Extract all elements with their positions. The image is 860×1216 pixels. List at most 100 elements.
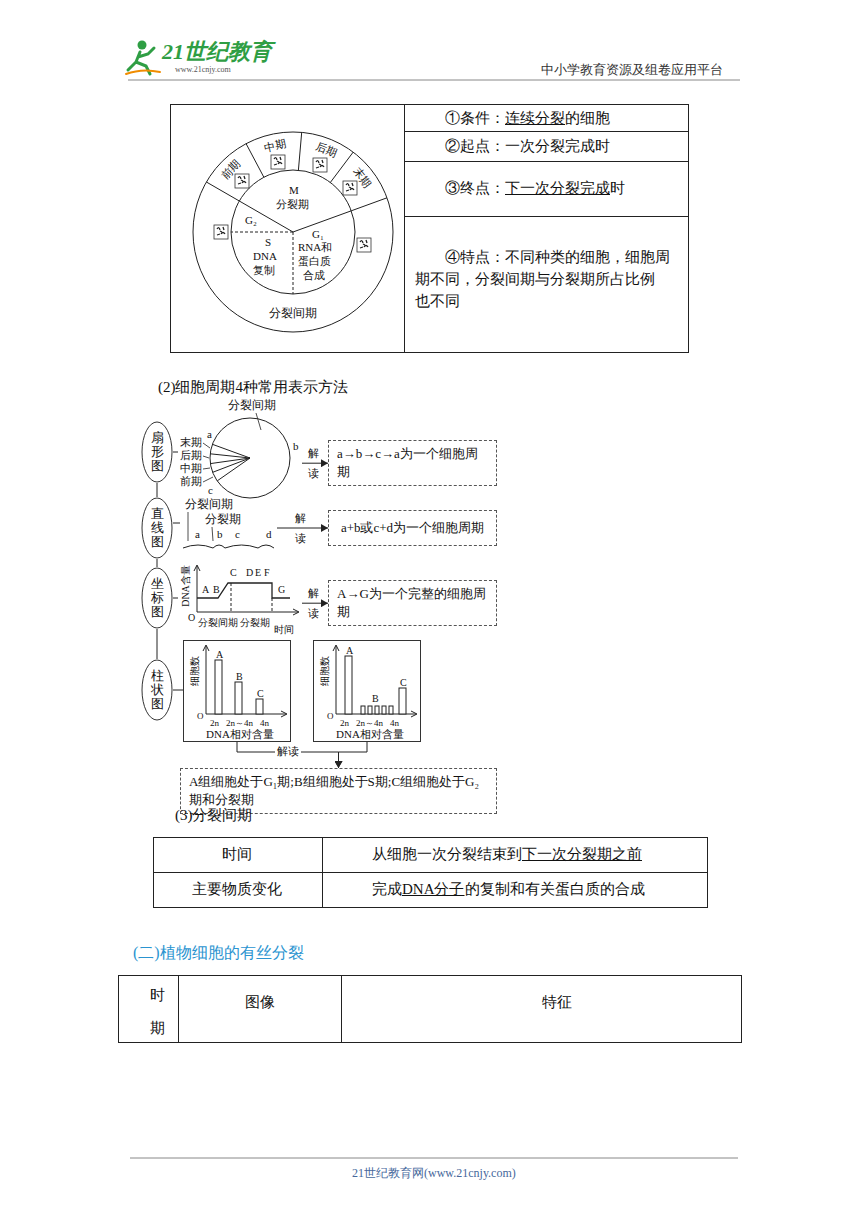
connector	[173, 598, 178, 599]
figure-text: 分裂期	[205, 512, 241, 526]
figure-text: d	[266, 528, 272, 541]
vertical-text: 坐标图	[151, 577, 164, 620]
bar-chart	[215, 660, 222, 714]
text-run: DNA分子	[402, 881, 465, 897]
text-label: 21世纪教育	[162, 41, 272, 63]
figure-text: DNA相对含量	[336, 728, 404, 741]
figure-text: 2n	[210, 718, 219, 729]
figure-text: O	[197, 711, 204, 722]
figure-text: c	[208, 484, 213, 497]
oval-node: 直线图	[141, 497, 173, 559]
axis-title: DNA含量	[180, 565, 192, 607]
figure-text: 4n	[260, 718, 269, 729]
bar-chart	[368, 706, 372, 714]
box-text: a+b或c+d为一个细胞周期	[341, 519, 484, 537]
figure-text: 后期	[180, 449, 202, 462]
figure-text: c	[235, 528, 240, 541]
text-label: 中小学教育资源及组卷应用平台	[541, 62, 723, 78]
dna-curve-chart	[194, 565, 299, 615]
bar-chart	[389, 706, 393, 714]
cell-cycle-wheel	[214, 225, 228, 239]
connector	[237, 742, 339, 768]
vertical-text: 柱状图	[151, 669, 164, 712]
figure-text: A	[216, 649, 223, 661]
chart-panel: 细胞数ABCO2n2n～4n4nDNA相对含量	[183, 640, 291, 742]
edge-label: 解读	[308, 443, 319, 483]
bar-chart	[375, 706, 379, 714]
table-grid	[119, 105, 742, 1043]
text-run: 下一次分裂完成	[505, 180, 610, 196]
text-label: 复制	[253, 264, 275, 277]
text-label: RNA和	[298, 241, 332, 254]
text-label: 后期	[313, 140, 338, 160]
text-label: 分裂间期	[269, 306, 317, 320]
line-chart	[183, 545, 274, 548]
figure-text: B	[372, 693, 379, 705]
table-grid	[178, 976, 179, 1043]
text-line: 完成DNA分子的复制和有关蛋白质的合成	[372, 880, 645, 898]
bar-chart	[256, 699, 263, 714]
dna-curve-chart	[197, 583, 290, 598]
fan-chart	[210, 444, 250, 481]
rule-line	[130, 1158, 738, 1159]
connector	[277, 528, 328, 529]
edge-label: 解读	[295, 508, 306, 548]
table-grid	[154, 872, 708, 873]
text-label: 21世纪教育网(www.21cnjy.com)	[352, 1166, 516, 1180]
oval-node: 坐标图	[141, 567, 173, 629]
figure-text: 前期	[180, 475, 202, 488]
edge-label: 解读	[275, 745, 301, 758]
text-label: www.21cnjy.com	[175, 66, 231, 74]
figure-text: b	[217, 528, 223, 541]
rule-line	[128, 80, 740, 1158]
fan-chart	[203, 413, 290, 498]
text-line: ①条件：连续分裂的细胞	[445, 109, 610, 127]
text-label: 时间	[222, 845, 252, 863]
cell-cycle-wheel	[343, 181, 357, 195]
bar-chart	[333, 645, 417, 717]
connector	[173, 523, 180, 524]
table-grid	[405, 161, 689, 162]
axis-title: 细胞数	[189, 656, 201, 686]
box-text: A组细胞处于G₁期;B组细胞处于S期;C组细胞处于G₂期和分裂期	[189, 773, 488, 809]
connector	[157, 483, 158, 497]
text-run: 下一次分裂期之前	[522, 846, 642, 862]
figure-text: O	[188, 612, 195, 624]
interpretation-box: a→b→c→a为一个细胞周期	[328, 440, 497, 486]
dna-curve-chart	[194, 565, 299, 615]
figure-panel: DNA含量ABCDEFGO分裂间期分裂期时间	[178, 562, 302, 636]
text-label: (3)分裂间期	[175, 806, 253, 824]
cell-cycle-wheel	[357, 238, 371, 252]
figure-text: 分裂间期	[228, 398, 276, 412]
figure-text: 中期	[180, 462, 202, 475]
figure-text: A	[202, 584, 209, 596]
connector	[302, 603, 328, 604]
text-label: 前期	[218, 157, 243, 182]
oval-node: 柱状图	[141, 659, 173, 721]
text-label: DNA	[253, 250, 277, 263]
figure-text: 2n	[340, 718, 349, 729]
oval-outline	[142, 422, 172, 482]
text-label: (二)植物细胞的有丝分裂	[133, 943, 304, 962]
table-grid	[405, 216, 689, 217]
figure-text: 2n～4n	[356, 718, 383, 729]
header-logo	[126, 70, 160, 74]
figure-text: 分裂间期	[198, 617, 238, 629]
connector	[173, 690, 183, 691]
figure-text: a	[195, 528, 200, 541]
figure-text: D	[246, 567, 253, 579]
cell-cycle-wheel	[271, 155, 285, 169]
figure-panel: 分裂间期分裂期abcd	[180, 497, 277, 549]
oval-outline	[142, 568, 172, 628]
text-label: 主要物质变化	[192, 880, 282, 898]
connector	[173, 452, 178, 453]
fan-chart	[210, 418, 290, 498]
text-run: 时	[610, 180, 625, 196]
cell-cycle-wheel	[231, 232, 293, 294]
figure-text: B	[213, 584, 220, 596]
connector	[339, 742, 368, 768]
cell-cycle-wheel	[235, 174, 249, 188]
